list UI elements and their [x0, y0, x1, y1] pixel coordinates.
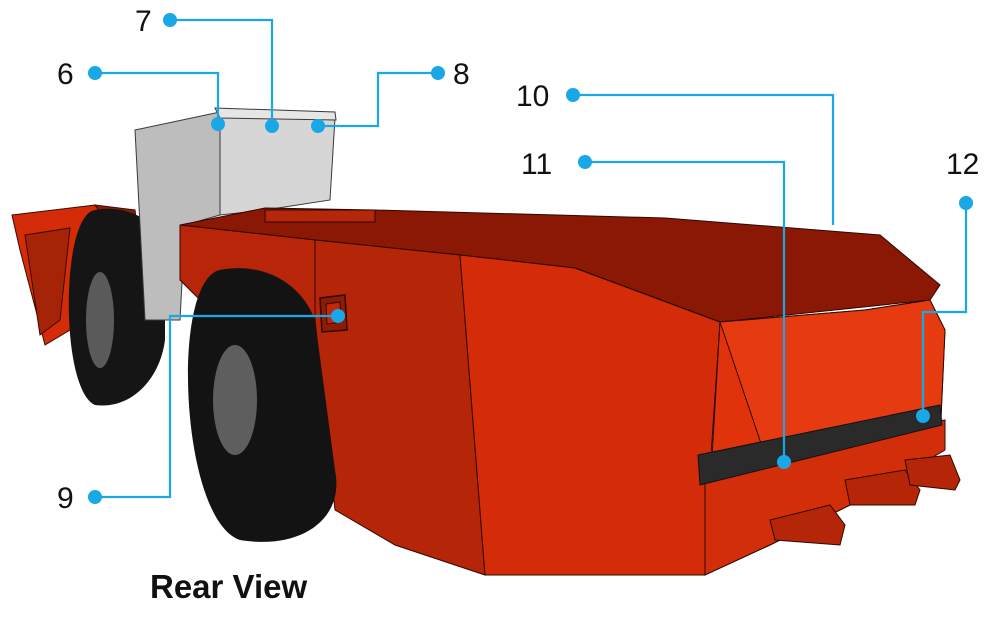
callout-7-start-dot: [163, 13, 177, 27]
callout-6-end-dot: [211, 117, 225, 131]
callout-11-label: 11: [521, 148, 553, 181]
callout-10-label: 10: [516, 80, 550, 113]
callout-12-start-dot: [959, 196, 973, 210]
callout-8-label: 8: [453, 58, 470, 91]
callout-9-end-dot: [331, 309, 345, 323]
view-caption: Rear View: [150, 568, 308, 605]
callout-10-start-dot: [566, 88, 580, 102]
callout-6-label: 6: [57, 58, 74, 91]
rear-wheel: [187, 268, 337, 542]
bumper-stripe: [697, 404, 943, 486]
callout-11-start-dot: [578, 155, 592, 169]
callout-9-start-dot: [88, 490, 102, 504]
callout-leaders: [95, 18, 968, 499]
callout-7-leader: [170, 18, 274, 126]
callout-6-start-dot: [88, 66, 102, 80]
callout-9-leader: [95, 314, 338, 499]
callout-11-end-dot: [777, 455, 791, 469]
callout-7-label: 7: [135, 5, 152, 38]
tow-hooks: [769, 454, 961, 546]
callout-12-end-dot: [916, 409, 930, 423]
callout-7-end-dot: [265, 119, 279, 133]
callout-12-leader: [921, 203, 968, 416]
front-wheel: [68, 208, 165, 406]
callout-6-leader: [95, 71, 220, 124]
callout-12-label: 12: [946, 148, 980, 181]
callout-markers: [88, 13, 973, 504]
callout-9-label: 9: [57, 482, 74, 515]
callout-11-leader: [585, 160, 786, 462]
callout-10-leader: [573, 93, 835, 225]
callout-8-start-dot: [431, 66, 445, 80]
callout-8-end-dot: [311, 119, 325, 133]
callout-8-leader: [318, 71, 438, 128]
